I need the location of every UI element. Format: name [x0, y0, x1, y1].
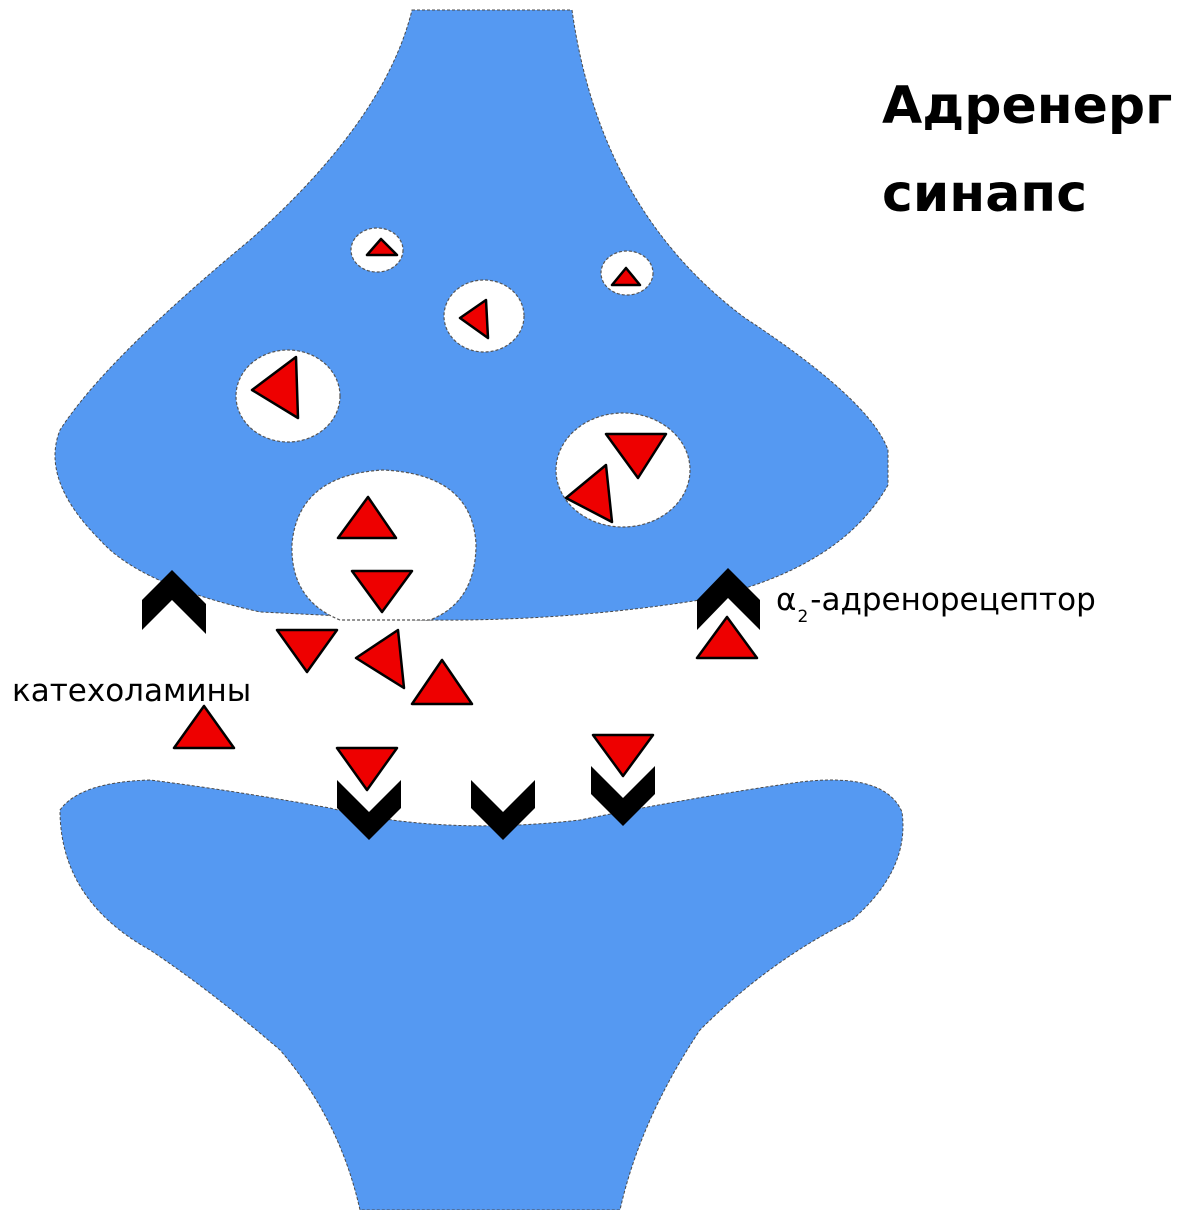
alpha-symbol: α — [776, 582, 796, 618]
catecholamine-molecule — [593, 735, 653, 776]
catecholamines-label: катехоламины — [12, 676, 251, 707]
catecholamine-molecule — [277, 630, 337, 672]
alpha2-receptor-label: α2-адренорецептор — [776, 585, 1096, 616]
page-title-line-1: Адренерг — [882, 80, 1172, 132]
page-title-line-2: синапс — [882, 168, 1087, 220]
receptor-subscript: 2 — [797, 607, 808, 627]
catecholamine-molecule — [174, 706, 234, 748]
catecholamine-molecule — [697, 617, 757, 658]
catecholamine-molecule — [356, 630, 404, 688]
catecholamine-molecule — [337, 748, 397, 790]
receptor-label-text: -адренорецептор — [810, 582, 1096, 618]
catecholamine-molecule — [412, 660, 472, 704]
vesicle — [556, 413, 690, 527]
postsynaptic-terminal — [60, 780, 903, 1210]
